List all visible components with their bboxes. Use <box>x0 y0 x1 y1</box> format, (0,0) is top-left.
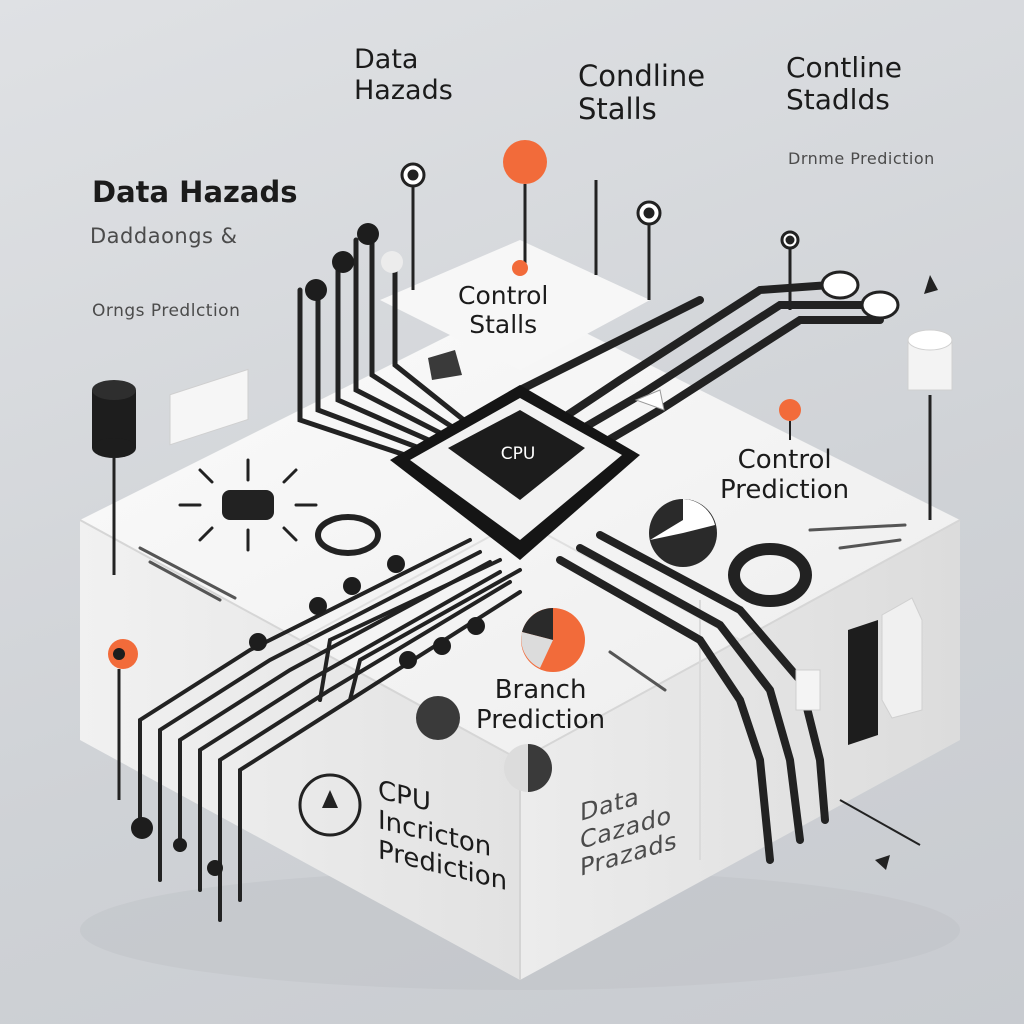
cable-bundle-left-down <box>138 538 522 922</box>
pin-icon <box>400 162 900 320</box>
label-top-data-hazards: Data Hazads <box>354 44 453 107</box>
orange-pin-icon <box>108 639 138 800</box>
shard-icon-light <box>634 389 665 411</box>
scribble-marks <box>138 523 907 692</box>
cable-end-knobs <box>131 223 485 876</box>
prism-icon-dark <box>848 620 878 745</box>
pie-chart-icon-dark <box>649 499 717 567</box>
indicator-panel-icon <box>169 368 249 446</box>
small-block-icon <box>795 669 821 711</box>
label-left-daddaongs: Daddaongs & <box>90 224 238 248</box>
orange-dot-icon <box>779 399 801 421</box>
label-top-drnme-prediction: Drnme Prediction <box>788 149 935 168</box>
cable-bundle-center-down <box>318 558 522 702</box>
pie-chart-icon-orange <box>521 608 585 672</box>
cylinder-icon-white <box>907 329 953 520</box>
cpu-chip-label: CPU <box>500 444 536 464</box>
sun-burst-icon <box>178 458 318 552</box>
cpu-chip-icon <box>390 385 640 560</box>
dark-disc-icon <box>416 696 460 740</box>
half-disc-icon <box>504 744 552 792</box>
label-top-contline-stadlds: Contline Stadlds <box>786 51 902 117</box>
cylinder-icon-black <box>92 380 136 575</box>
label-control-prediction: Control Prediction <box>720 445 850 505</box>
label-control-stalls: Control Stalls <box>458 281 549 339</box>
ring-icon <box>315 514 381 556</box>
compass-icon <box>298 773 362 837</box>
label-branch-prediction: Branch Prediction <box>476 675 606 735</box>
prism-icon-light <box>881 597 923 719</box>
cable-bundle-top-right <box>516 281 884 449</box>
block-upper-tier <box>380 240 650 370</box>
label-left-data-hazads: Data Hazads <box>92 175 298 209</box>
orange-ball-icon <box>503 140 547 184</box>
label-top-condline-stalls: Condline Stalls <box>578 59 706 127</box>
shard-icon <box>428 350 462 380</box>
ring-icon-large <box>728 543 812 607</box>
cable-bundle-top-left <box>297 235 473 463</box>
label-left-orngs-prediction: Orngs Predlction <box>92 301 241 321</box>
block-left-face <box>80 520 520 980</box>
